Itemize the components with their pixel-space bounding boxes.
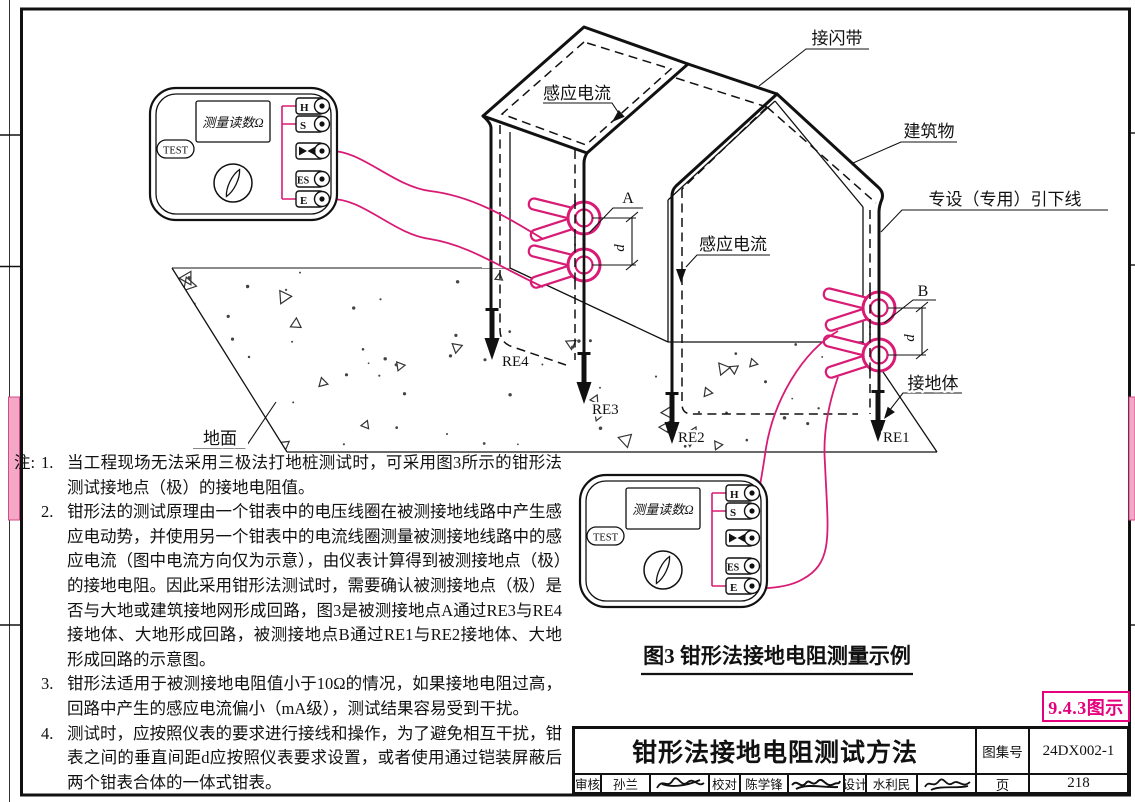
clamp-meters: [526, 195, 897, 381]
title-block: 钳形法接地电阻测试方法 图集号 24DX002-1 审核 孙兰 校对 陈学锋 设…: [572, 726, 1130, 795]
sheet-title: 钳形法接地电阻测试方法: [631, 740, 918, 767]
terminal-e-label: E: [730, 582, 737, 594]
notes-block: 注: 1. 当工程现场无法采用三极法打地桩测试时，可采用图3所示的钳形法测试接地…: [14, 451, 562, 795]
note-number: 2.: [41, 502, 54, 522]
grounding-body-label: 接地体: [908, 374, 959, 393]
dimension-a: [592, 211, 639, 271]
terminal-jumper-wire: [711, 492, 727, 587]
induced-current-label-1: 感应电流: [543, 84, 611, 103]
note-text: 当工程现场无法采用三极法打地桩测试时，可采用图3所示的钳形法测试接地点（极）的接…: [67, 453, 562, 497]
design-label: 设计: [843, 773, 865, 792]
point-a-label: A: [622, 190, 634, 207]
induced-current-label-2: 感应电流: [699, 235, 767, 254]
terminal-es-label: ES: [727, 563, 740, 574]
figure-caption-text: 图3 钳形法接地电阻测量示例: [643, 644, 911, 668]
terminal-h-label: H: [730, 489, 739, 501]
page-label: 页: [975, 773, 1028, 792]
notes-prefix: 注:: [14, 453, 36, 472]
building-label: 建筑物: [904, 122, 955, 141]
down-conductor-label: 专设（专用）引下线: [929, 190, 1082, 209]
earth-resistance-meter: 测量读数Ω TEST H S ES E: [148, 86, 339, 222]
meter-display: [195, 100, 271, 143]
check-label: 校对: [708, 773, 739, 792]
meter-display-text: 测量读数Ω: [632, 502, 693, 517]
note-number: 4.: [41, 723, 54, 743]
lightning-strip-label: 接闪带: [812, 29, 863, 48]
design-name: 水利民: [865, 773, 916, 792]
note-number: 1.: [41, 453, 54, 472]
ground-surface-label: 地面: [203, 429, 237, 448]
review-label: 审核: [575, 773, 600, 792]
signature-scribble-icon: [791, 778, 841, 790]
grounding-body-arrow-icon: [884, 406, 895, 419]
meter-display: [625, 487, 701, 530]
re1-label: RE1: [883, 430, 910, 446]
bowtie-terminal-icon: [729, 533, 746, 543]
re4-label: RE4: [502, 354, 529, 370]
check-name: 陈学锋: [739, 773, 787, 792]
terminal-es-label: ES: [297, 176, 310, 187]
note-text: 钳形法适用于被测接地电阻值小于10Ω的情况，如果接地电阻过高，回路中产生的感应电…: [67, 674, 562, 718]
signature-scribble-icon: [923, 778, 971, 791]
test-button: [586, 526, 625, 546]
annotations: 接闪带 感应电流 建筑物 专设（专用）引下线 感应电流 接地体 地面 A B d…: [192, 29, 1108, 451]
terminal-s-label: S: [300, 120, 306, 132]
ground-label-backing: [192, 428, 248, 448]
terminal-s-label: S: [730, 507, 736, 519]
lead-wire-4: [749, 376, 839, 590]
test-button-label: TEST: [163, 146, 189, 157]
figure-caption: 图3 钳形法接地电阻测量示例: [641, 644, 913, 676]
note-item-3: 3. 钳形法适用于被测接地电阻值小于10Ω的情况，如果接地电阻过高，回路中产生的…: [41, 672, 562, 721]
note-text: 钳形法的测试原理由一个钳表中的电压线圈在被测接地线路中产生感应电动势，并使用另一…: [67, 502, 562, 669]
lightning-strip-and-conductors: [481, 25, 884, 394]
page-no: 218: [1028, 773, 1127, 792]
bowtie-terminal-icon: [299, 146, 316, 156]
dim-b-label: d: [902, 334, 918, 342]
current-arrow-top-icon: [612, 110, 625, 122]
re3-label: RE3: [592, 402, 619, 418]
design-signature: [916, 773, 975, 792]
lead-wire-1: [326, 150, 544, 240]
terminal-jumper-wire: [281, 105, 297, 200]
dimension-b: [888, 301, 929, 360]
re2-label: RE2: [678, 430, 705, 446]
check-signature: [787, 773, 843, 792]
current-arrow-right-icon: [676, 269, 686, 283]
note-text: 测试时，应按照仪表的要求进行接线和操作，为了避免相互干扰，钳表之间的垂直间距d应…: [67, 723, 562, 792]
terminal-e-label: E: [300, 195, 307, 207]
ground-electrodes: RE4 RE3 RE2 RE1: [484, 308, 912, 449]
atlas-no-value: 24DX002-1: [1028, 729, 1127, 773]
meter-display-text: 测量读数Ω: [202, 115, 263, 130]
note-item-1: 1. 当工程现场无法采用三极法打地桩测试时，可采用图3所示的钳形法测试接地点（极…: [41, 451, 562, 500]
lead-wire-2: [326, 198, 544, 288]
point-b-label: B: [918, 283, 929, 300]
dial-knob-icon: [655, 555, 671, 585]
test-button: [156, 139, 195, 159]
test-button-label: TEST: [593, 533, 619, 544]
signature-scribble-icon: [655, 777, 705, 789]
note-item-2: 2. 钳形法的测试原理由一个钳表中的电压线圈在被测接地线路中产生感应电动势，并使…: [41, 500, 562, 672]
section-stamp: 9.4.3图示: [1042, 691, 1130, 722]
earth-resistance-meter-2: 测量读数Ω TEST H S ES E: [578, 473, 769, 609]
atlas-no-label: 图集号: [975, 729, 1028, 773]
review-name: 孙兰: [600, 773, 649, 792]
note-number: 3.: [41, 674, 54, 694]
dial-knob-icon: [225, 168, 241, 198]
leader-lines: [193, 48, 1108, 449]
terminal-h-label: H: [300, 102, 309, 114]
pink-binding-strip-right: [1128, 396, 1135, 521]
pink-binding-strip-left: [8, 396, 20, 521]
review-signature: [649, 773, 708, 792]
registration-ticks: [0, 132, 1135, 626]
electrode-re3: [576, 352, 592, 404]
note-item-4: 4. 测试时，应按照仪表的要求进行接线和操作，为了避免相互干扰，钳表之间的垂直间…: [41, 722, 562, 796]
dim-a-label: d: [612, 244, 628, 252]
electrode-re4: [484, 308, 500, 360]
